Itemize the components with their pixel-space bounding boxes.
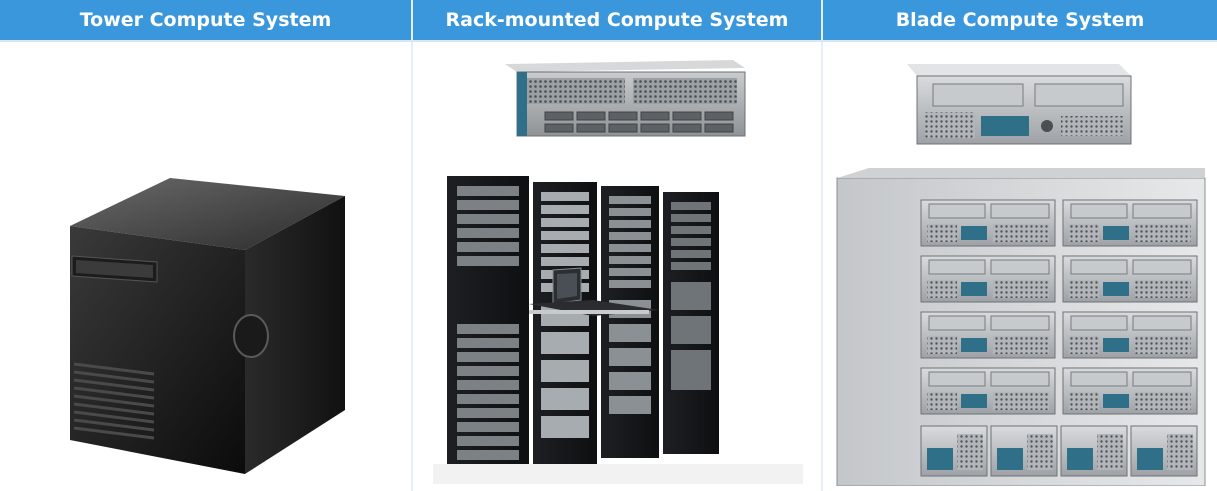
rack-header: Rack-mounted Compute System xyxy=(413,0,821,40)
tower-column: Tower Compute System xyxy=(0,0,411,491)
rack-server-icon xyxy=(433,60,803,484)
blade-server-icon xyxy=(836,64,1206,486)
tower-header: Tower Compute System xyxy=(0,0,411,40)
blade-header: Blade Compute System xyxy=(823,0,1217,40)
column-divider xyxy=(821,0,823,491)
tower-server-icon xyxy=(70,178,345,474)
header-divider xyxy=(0,40,1217,42)
column-divider xyxy=(411,0,413,491)
rack-column: Rack-mounted Compute System xyxy=(413,0,821,491)
blade-column: Blade Compute System xyxy=(823,0,1217,491)
